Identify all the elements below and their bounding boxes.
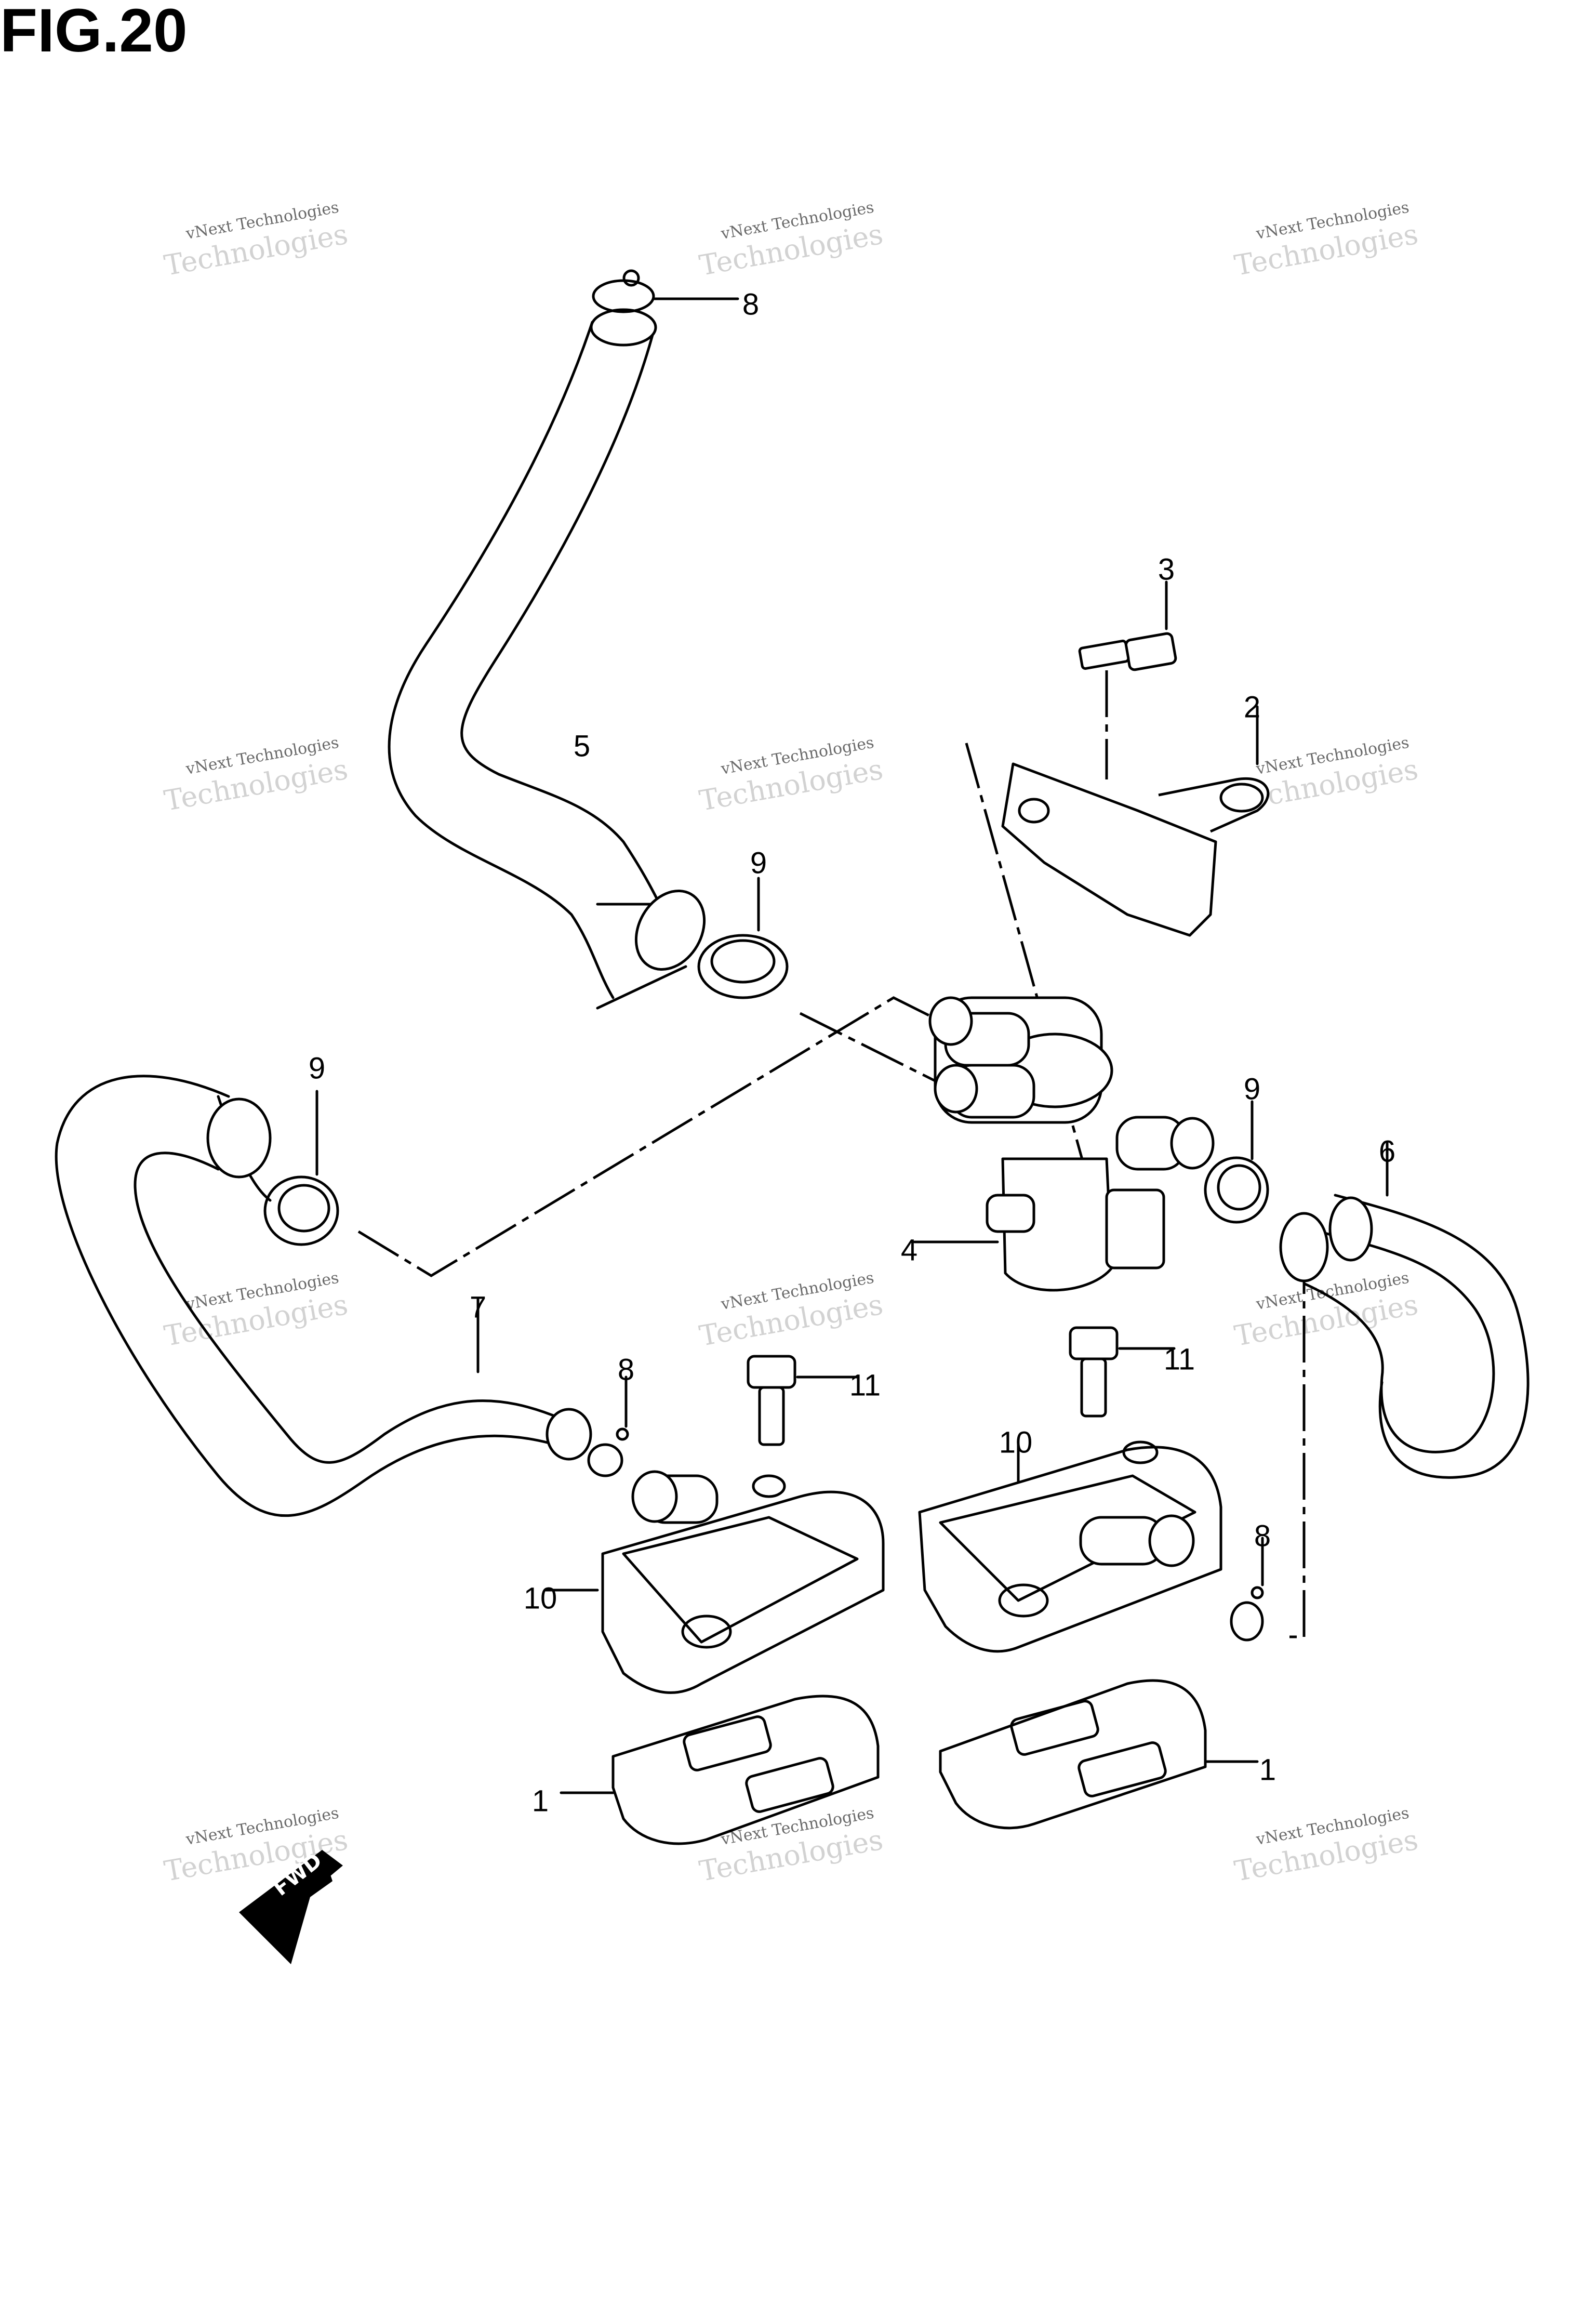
callout-9: 9 — [309, 1051, 325, 1085]
callout-11: 11 — [849, 1368, 881, 1402]
part-10-cover-left — [544, 1470, 885, 1694]
callout-8: 8 — [742, 287, 759, 321]
callout-9: 9 — [750, 846, 767, 880]
part-8-clip-left — [587, 1375, 629, 1477]
callout-11: 11 — [1164, 1342, 1195, 1376]
part-4-valve — [913, 996, 1215, 1292]
part-9-clamp-b — [263, 1090, 339, 1246]
part-11-bolt-left — [747, 1355, 859, 1446]
part-7-hose — [55, 1075, 592, 1517]
callout-3: 3 — [1158, 552, 1175, 586]
part-6-hose — [1279, 1142, 1530, 1479]
callout-10: 10 — [524, 1581, 557, 1615]
part-8-clip-top — [592, 269, 739, 313]
part-3-bolt — [1078, 580, 1177, 671]
callout-1: 1 — [1259, 1753, 1276, 1787]
callout-8: 8 — [1254, 1519, 1271, 1553]
part-11-bolt-right — [1069, 1326, 1176, 1418]
callout-9: 9 — [1244, 1072, 1260, 1106]
part-9-clamp-a — [697, 877, 789, 999]
part-9-clamp-c — [1204, 1100, 1269, 1224]
part-1-gasket-right — [939, 1679, 1259, 1830]
callout-6: 6 — [1379, 1134, 1395, 1168]
part-8-clip-right — [1230, 1537, 1264, 1642]
callout-4: 4 — [901, 1233, 917, 1267]
callout-10: 10 — [999, 1425, 1033, 1459]
part-10-cover-right — [918, 1440, 1222, 1653]
callout-7: 7 — [470, 1290, 486, 1324]
part-1-gasket-left — [560, 1695, 880, 1845]
callout-5: 5 — [574, 729, 590, 763]
part-2-bracket — [1001, 705, 1270, 937]
callout-1: 1 — [532, 1784, 549, 1818]
part-5-hose — [388, 308, 706, 1010]
callout-8: 8 — [618, 1353, 634, 1386]
callout-2: 2 — [1244, 690, 1260, 724]
figure-title: FIG.20 — [0, 0, 188, 65]
